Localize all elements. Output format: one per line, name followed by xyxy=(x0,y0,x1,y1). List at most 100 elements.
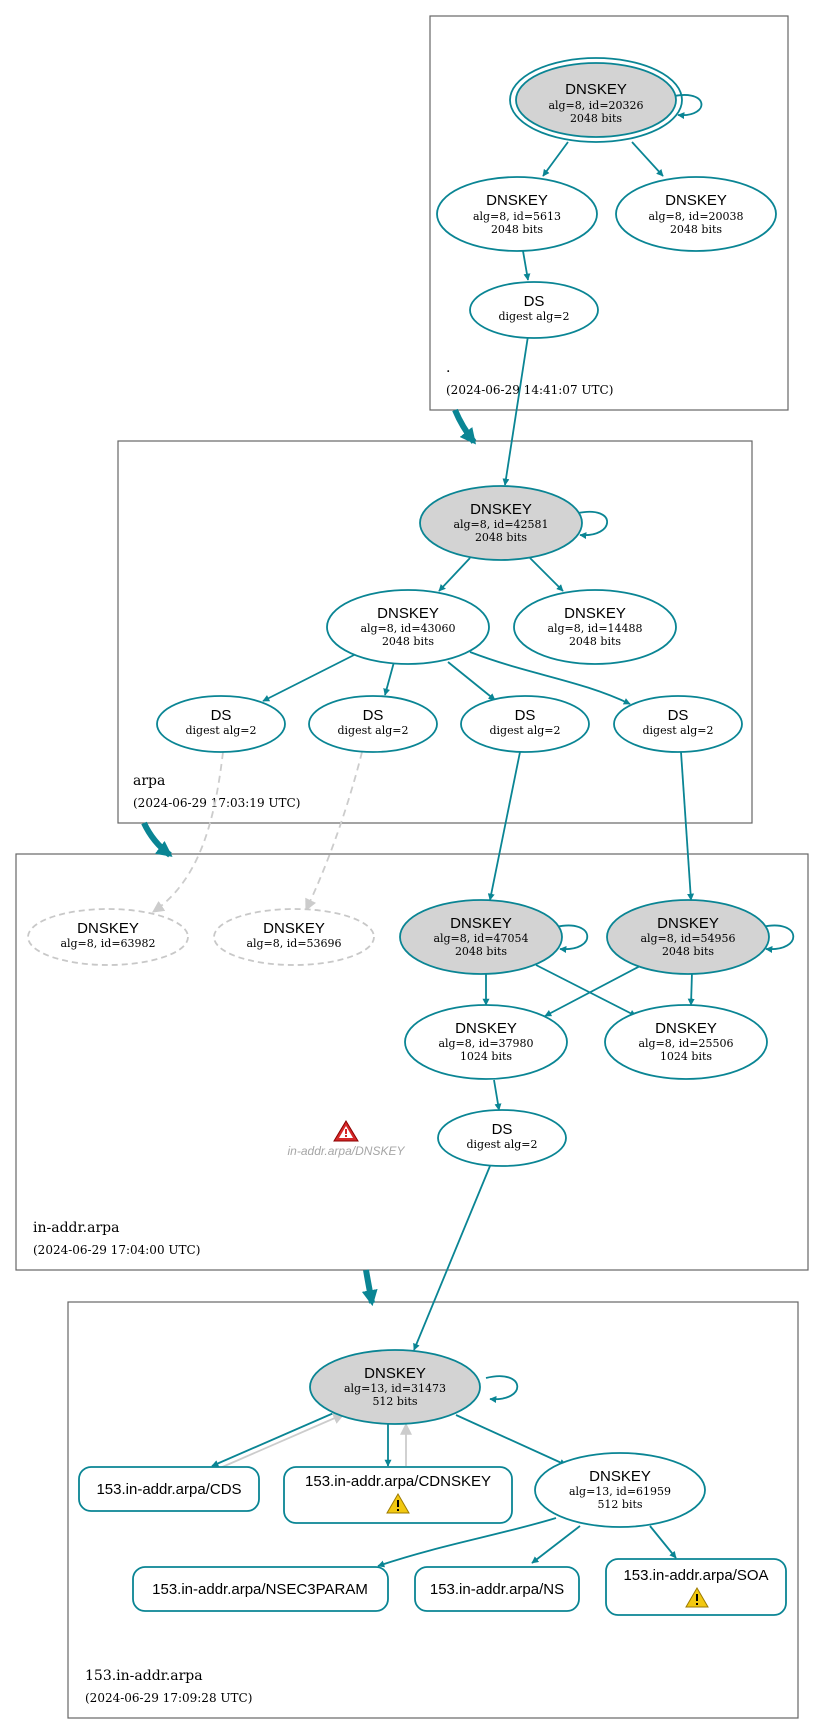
node-detail: 512 bits xyxy=(372,1395,417,1408)
edge-arpa-ds3-ia-ksk1 xyxy=(487,751,521,901)
delegation-root-arpa xyxy=(452,408,477,445)
node-title: DNSKEY xyxy=(486,192,548,209)
node-detail: digest alg=2 xyxy=(185,724,256,737)
node-arpa-ksk[interactable]: DNSKEY alg=8, id=42581 2048 bits xyxy=(419,485,583,561)
node-title: DNSKEY xyxy=(364,1365,426,1382)
zone-root-timestamp: (2024-06-29 14:41:07 UTC) xyxy=(446,383,613,397)
record-cdnskey[interactable]: 153.in-addr.arpa/CDNSKEY xyxy=(283,1466,513,1524)
edge-ia-ksk1-self xyxy=(555,924,589,953)
delegation-edges xyxy=(141,408,477,1307)
node-root-zsk-20038[interactable]: DNSKEY alg=8, id=20038 2048 bits xyxy=(615,176,777,252)
node-title: DNSKEY xyxy=(655,1020,717,1037)
record-label: 153.in-addr.arpa/CDS xyxy=(96,1481,241,1498)
node-arpa-ds-2[interactable]: DS digest alg=2 xyxy=(308,695,438,753)
node-detail: alg=8, id=14488 xyxy=(547,622,642,635)
node-detail: 2048 bits xyxy=(475,531,527,544)
node-title: DS xyxy=(524,293,545,310)
edge-ia-ksk2-zsk1 xyxy=(544,964,643,1017)
record-ns[interactable]: 153.in-addr.arpa/NS xyxy=(414,1566,580,1612)
node-detail: alg=8, id=43060 xyxy=(360,622,455,635)
edge-ia-zsk1-ds xyxy=(493,1079,502,1111)
node-root-ds[interactable]: DS digest alg=2 xyxy=(469,281,599,339)
node-detail: 2048 bits xyxy=(662,945,714,958)
edge-153-zsk-soa xyxy=(649,1525,677,1559)
node-title: DS xyxy=(363,707,384,724)
node-detail: alg=8, id=20038 xyxy=(648,210,743,223)
record-soa[interactable]: 153.in-addr.arpa/SOA xyxy=(605,1558,787,1616)
record-label: 153.in-addr.arpa/NSEC3PARAM xyxy=(152,1581,368,1598)
edge-root-ds-arpa-ksk xyxy=(502,335,529,486)
zone-arpa-timestamp: (2024-06-29 17:03:19 UTC) xyxy=(133,796,300,810)
node-detail: 2048 bits xyxy=(455,945,507,958)
edge-arpa-zsk1-ds4 xyxy=(469,651,631,705)
node-arpa-ds-1[interactable]: DS digest alg=2 xyxy=(156,695,286,753)
node-title: DNSKEY xyxy=(455,1020,517,1037)
node-title: DS xyxy=(211,707,232,724)
edge-ia-ksk1-zsk2 xyxy=(535,964,637,1017)
warning-icon xyxy=(685,1587,709,1608)
node-ia-zsk-37980[interactable]: DNSKEY alg=8, id=37980 1024 bits xyxy=(404,1004,568,1080)
node-153-ksk[interactable]: DNSKEY alg=13, id=31473 512 bits xyxy=(309,1349,481,1425)
edge-arpa-zsk1-ds3 xyxy=(447,661,496,701)
node-title: DNSKEY xyxy=(450,915,512,932)
node-arpa-ds-3[interactable]: DS digest alg=2 xyxy=(460,695,590,753)
edge-ia-ksk2-zsk2 xyxy=(687,971,695,1006)
node-detail: 1024 bits xyxy=(460,1050,512,1063)
node-detail: alg=8, id=20326 xyxy=(548,99,643,112)
zone-153-timestamp: (2024-06-29 17:09:28 UTC) xyxy=(85,1691,252,1705)
node-root-zsk-5613[interactable]: DNSKEY alg=8, id=5613 2048 bits xyxy=(436,176,598,252)
node-detail: alg=8, id=54956 xyxy=(640,932,735,945)
node-ia-ds[interactable]: DS digest alg=2 xyxy=(437,1109,567,1167)
node-title: DNSKEY xyxy=(565,81,627,98)
node-ia-ksk-54956[interactable]: DNSKEY alg=8, id=54956 2048 bits xyxy=(606,899,770,975)
node-detail: alg=8, id=42581 xyxy=(453,518,548,531)
zone-in-addr-arpa-name: in-addr.arpa xyxy=(33,1220,119,1236)
edge-153-ksk-zsk xyxy=(455,1414,567,1466)
edge-arpa-ksk-self xyxy=(577,510,608,540)
node-root-ksk[interactable]: DNSKEY alg=8, id=20326 2048 bits xyxy=(509,57,683,143)
edge-root-ksk-zsk1 xyxy=(542,141,569,177)
node-title: DNSKEY xyxy=(564,605,626,622)
edge-root-zsk1-ds xyxy=(522,250,531,281)
node-detail: 2048 bits xyxy=(570,112,622,125)
node-title: DNSKEY xyxy=(263,920,325,937)
node-detail: 1024 bits xyxy=(660,1050,712,1063)
record-nsec3param[interactable]: 153.in-addr.arpa/NSEC3PARAM xyxy=(132,1566,389,1612)
edge-arpa-ksk-zsk2 xyxy=(529,557,564,592)
node-ia-missing-53696[interactable]: DNSKEY alg=8, id=53696 xyxy=(213,908,375,966)
node-detail: digest alg=2 xyxy=(489,724,560,737)
node-ia-zsk-25506[interactable]: DNSKEY alg=8, id=25506 1024 bits xyxy=(604,1004,768,1080)
edge-153-ksk-cds xyxy=(211,1411,337,1467)
delegation-arpa-in-addr xyxy=(141,821,173,858)
edge-arpa-ds1-missing1 xyxy=(152,751,224,913)
node-153-zsk[interactable]: DNSKEY alg=13, id=61959 512 bits xyxy=(534,1452,706,1528)
node-title: DNSKEY xyxy=(657,915,719,932)
node-arpa-zsk-14488[interactable]: DNSKEY alg=8, id=14488 2048 bits xyxy=(513,589,677,665)
node-detail: 2048 bits xyxy=(382,635,434,648)
node-ia-missing-63982[interactable]: DNSKEY alg=8, id=63982 xyxy=(27,908,189,966)
edges xyxy=(152,94,795,1568)
node-detail: alg=8, id=25506 xyxy=(638,1037,733,1050)
error-in-addr-dnskey[interactable]: in-addr.arpa/DNSKEY xyxy=(288,1120,406,1158)
record-cds[interactable]: 153.in-addr.arpa/CDS xyxy=(78,1466,260,1512)
node-detail: alg=13, id=61959 xyxy=(569,1485,671,1498)
edge-arpa-ksk-zsk1 xyxy=(438,557,471,592)
node-detail: digest alg=2 xyxy=(337,724,408,737)
zone-153-name: 153.in-addr.arpa xyxy=(85,1668,203,1684)
edge-cds-153-ksk xyxy=(219,1412,346,1469)
node-detail: alg=13, id=31473 xyxy=(344,1382,446,1395)
node-detail: alg=8, id=37980 xyxy=(438,1037,533,1050)
record-label: 153.in-addr.arpa/NS xyxy=(430,1581,564,1598)
node-arpa-ds-4[interactable]: DS digest alg=2 xyxy=(613,695,743,753)
node-detail: 2048 bits xyxy=(491,223,543,236)
node-detail: alg=8, id=5613 xyxy=(473,210,561,223)
node-detail: alg=8, id=47054 xyxy=(433,932,528,945)
node-ia-ksk-47054[interactable]: DNSKEY alg=8, id=47054 2048 bits xyxy=(399,899,563,975)
node-detail: alg=8, id=63982 xyxy=(60,937,155,950)
node-arpa-zsk-43060[interactable]: DNSKEY alg=8, id=43060 2048 bits xyxy=(326,589,490,665)
node-title: DNSKEY xyxy=(377,605,439,622)
node-detail: alg=8, id=53696 xyxy=(246,937,341,950)
error-icon xyxy=(333,1120,359,1142)
delegation-in-addr-153 xyxy=(361,1269,378,1307)
node-detail: 2048 bits xyxy=(670,223,722,236)
